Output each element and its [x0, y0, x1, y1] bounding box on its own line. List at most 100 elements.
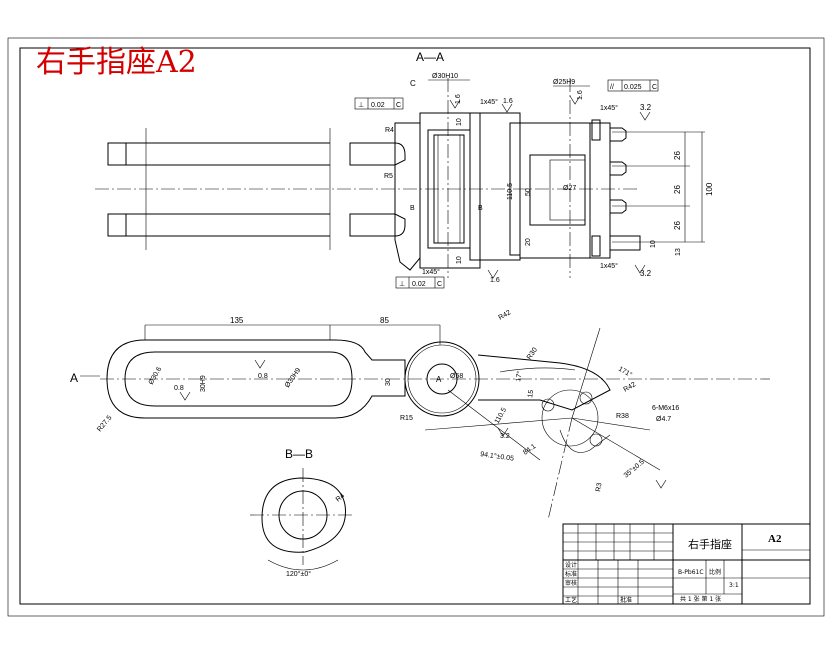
- svg-text:Ø4.7: Ø4.7: [656, 416, 671, 423]
- svg-text:6-M6x16: 6-M6x16: [652, 405, 679, 412]
- svg-text:0.8: 0.8: [258, 373, 268, 380]
- svg-text:R27.5: R27.5: [96, 414, 113, 433]
- svg-text:Ø58: Ø58: [450, 373, 463, 380]
- svg-text:R42: R42: [623, 381, 638, 394]
- svg-text:3.2: 3.2: [640, 269, 652, 278]
- drawing-title: 右手指座A2: [36, 45, 197, 80]
- svg-text:30H9: 30H9: [200, 375, 207, 392]
- svg-text:Ø30H10: Ø30H10: [432, 73, 458, 80]
- svg-text:1x45°: 1x45°: [600, 262, 618, 270]
- svg-text:R5: R5: [384, 173, 393, 180]
- svg-text:10: 10: [456, 118, 463, 126]
- svg-text:0.02: 0.02: [371, 102, 385, 109]
- svg-text:⊥: ⊥: [399, 281, 405, 288]
- svg-text:110.5: 110.5: [494, 407, 509, 425]
- svg-text:R4: R4: [335, 492, 346, 503]
- svg-text:C: C: [652, 84, 657, 91]
- svg-text:审核: 审核: [565, 579, 577, 587]
- svg-text:15: 15: [527, 389, 535, 398]
- svg-text:A: A: [70, 371, 78, 385]
- svg-text:26: 26: [673, 185, 682, 194]
- svg-text:171°: 171°: [617, 365, 634, 379]
- svg-text:0.025: 0.025: [624, 84, 642, 91]
- inner-frame: [19, 47, 811, 605]
- svg-text:3.2: 3.2: [500, 433, 510, 440]
- svg-text:1.6: 1.6: [490, 277, 500, 284]
- svg-text:C: C: [410, 79, 416, 88]
- hub-bore: [426, 363, 458, 395]
- bb-section-shape: [261, 477, 346, 553]
- svg-text:Ø30H9: Ø30H9: [284, 367, 303, 389]
- front-view: A 135 85 A Ø58 R42: [70, 309, 770, 521]
- svg-text:0.02: 0.02: [412, 281, 426, 288]
- section-bb-view: B—B 120°±0° R4: [250, 447, 355, 578]
- svg-text:C: C: [437, 281, 442, 288]
- svg-text:C: C: [396, 102, 401, 109]
- hub-outer-circle: [404, 341, 480, 417]
- svg-text:100: 100: [705, 182, 714, 196]
- svg-text:设计: 设计: [565, 561, 577, 569]
- svg-text:26: 26: [673, 221, 682, 230]
- link-slot: [124, 351, 353, 407]
- tolerance-frame-3: ⊥ 0.02 C: [395, 276, 445, 289]
- svg-text:50: 50: [525, 188, 532, 196]
- svg-text:26: 26: [673, 151, 682, 160]
- pin-bushing: [419, 112, 481, 269]
- svg-text:35°±0.5: 35°±0.5: [622, 458, 646, 480]
- svg-text:1x45°: 1x45°: [422, 268, 440, 276]
- tb-sheet-info: 共 1 张 第 1 张: [680, 595, 721, 603]
- link-outline: [106, 339, 406, 419]
- svg-text:R42: R42: [498, 309, 513, 322]
- svg-text:10: 10: [456, 256, 463, 264]
- svg-text:批准: 批准: [620, 596, 632, 604]
- tolerance-frame-2: // 0.025 C: [607, 79, 659, 92]
- svg-text:工艺: 工艺: [565, 596, 577, 604]
- tb-part-name: 右手指座: [688, 537, 732, 551]
- svg-text:20: 20: [525, 238, 532, 246]
- svg-text:3:1: 3:1: [729, 582, 739, 589]
- svg-text:Ø25H9: Ø25H9: [553, 79, 575, 86]
- svg-text:120°±0°: 120°±0°: [286, 570, 311, 578]
- section-aa-label: A—A: [416, 50, 444, 64]
- svg-text:30: 30: [385, 378, 392, 386]
- svg-text:1x45°: 1x45°: [600, 104, 618, 112]
- svg-text://: //: [610, 84, 614, 91]
- svg-text:17°: 17°: [514, 370, 524, 382]
- section-aa-view: A—A: [95, 50, 714, 289]
- svg-text:0.8: 0.8: [174, 385, 184, 392]
- svg-text:B—B: B—B: [285, 447, 313, 461]
- tb-material: B-Pb61C: [678, 569, 704, 576]
- svg-text:B: B: [478, 205, 483, 212]
- tb-sheet-size: A2: [768, 533, 782, 545]
- svg-text:R38: R38: [616, 413, 629, 420]
- tolerance-frame-1: ⊥ 0.02 C: [354, 97, 404, 110]
- svg-text:比例: 比例: [709, 568, 721, 576]
- svg-text:⊥: ⊥: [358, 102, 364, 109]
- title-block: 右手指座 A2 B-Pb61C 比例 3:1 设计 标准 审核 工艺 批准 共 …: [562, 523, 811, 605]
- svg-text:135: 135: [230, 316, 244, 325]
- svg-text:R30: R30: [526, 347, 539, 362]
- svg-text:1.6: 1.6: [455, 94, 462, 104]
- svg-text:13: 13: [675, 248, 682, 256]
- svg-text:R4: R4: [385, 127, 394, 134]
- svg-text:Ø27: Ø27: [563, 185, 576, 192]
- svg-text:110.5: 110.5: [507, 183, 514, 200]
- svg-text:A: A: [436, 375, 442, 384]
- svg-text:1.6: 1.6: [577, 90, 584, 100]
- svg-text:84.1: 84.1: [522, 443, 537, 457]
- svg-text:1.6: 1.6: [503, 98, 513, 105]
- svg-text:3.2: 3.2: [640, 103, 652, 112]
- svg-text:R15: R15: [400, 415, 413, 422]
- svg-text:Ø30.6: Ø30.6: [148, 366, 164, 386]
- fork-arm-end-top: [107, 142, 127, 166]
- svg-text:B: B: [410, 205, 415, 212]
- svg-text:1x45°: 1x45°: [480, 98, 498, 106]
- svg-text:85: 85: [380, 316, 389, 325]
- svg-text:标准: 标准: [565, 570, 577, 578]
- svg-text:94.1°±0.05: 94.1°±0.05: [480, 450, 515, 463]
- svg-text:10: 10: [650, 240, 657, 248]
- svg-text:R3: R3: [595, 482, 603, 492]
- fork-arm-end-bottom: [107, 213, 127, 237]
- outer-frame: [7, 37, 825, 617]
